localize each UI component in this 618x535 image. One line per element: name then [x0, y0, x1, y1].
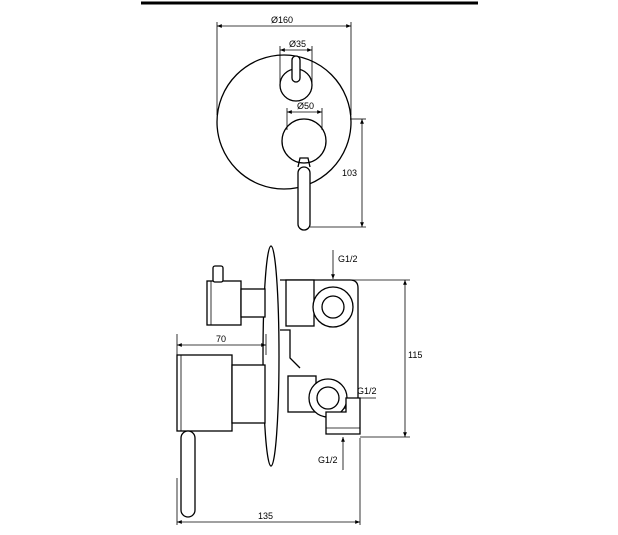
side-depth-label: 70 — [216, 334, 226, 344]
middle-port-outer — [308, 378, 348, 418]
side-lever-handle — [180, 430, 196, 518]
side-large-knob-collar — [231, 364, 266, 424]
middle-port-inner — [316, 386, 340, 410]
side-large-knob — [176, 354, 233, 432]
side-small-knob-pin — [212, 265, 224, 283]
small-knob-pin — [291, 55, 301, 83]
lever-neck — [297, 157, 311, 168]
large-knob-diameter-label: Ø50 — [297, 101, 314, 111]
front-diameter-label: Ø160 — [271, 15, 293, 25]
bottom-outlet-label: G1/2 — [318, 455, 338, 465]
top-port-outer — [312, 286, 354, 328]
top-inlet-label: G1/2 — [338, 254, 358, 264]
middle-outlet-label: G1/2 — [357, 386, 377, 396]
side-total-depth-label: 135 — [258, 511, 273, 521]
front-view: Ø160 Ø35 Ø50 103 — [216, 15, 366, 231]
body-top-block — [285, 279, 315, 327]
top-port-inner — [321, 295, 345, 319]
side-view: 70 115 135 G1/2 G1/2 G1/2 — [176, 245, 422, 525]
small-knob-diameter-label: Ø35 — [289, 39, 306, 49]
side-small-knob — [206, 280, 242, 326]
lever-handle — [297, 166, 311, 231]
side-small-knob-shaft — [240, 288, 266, 318]
side-height-label: 115 — [408, 350, 422, 360]
front-vertical-label: 103 — [342, 168, 357, 178]
front-plate-outline — [216, 54, 352, 190]
side-wall-plate — [262, 245, 280, 467]
large-knob-outline — [281, 118, 327, 164]
